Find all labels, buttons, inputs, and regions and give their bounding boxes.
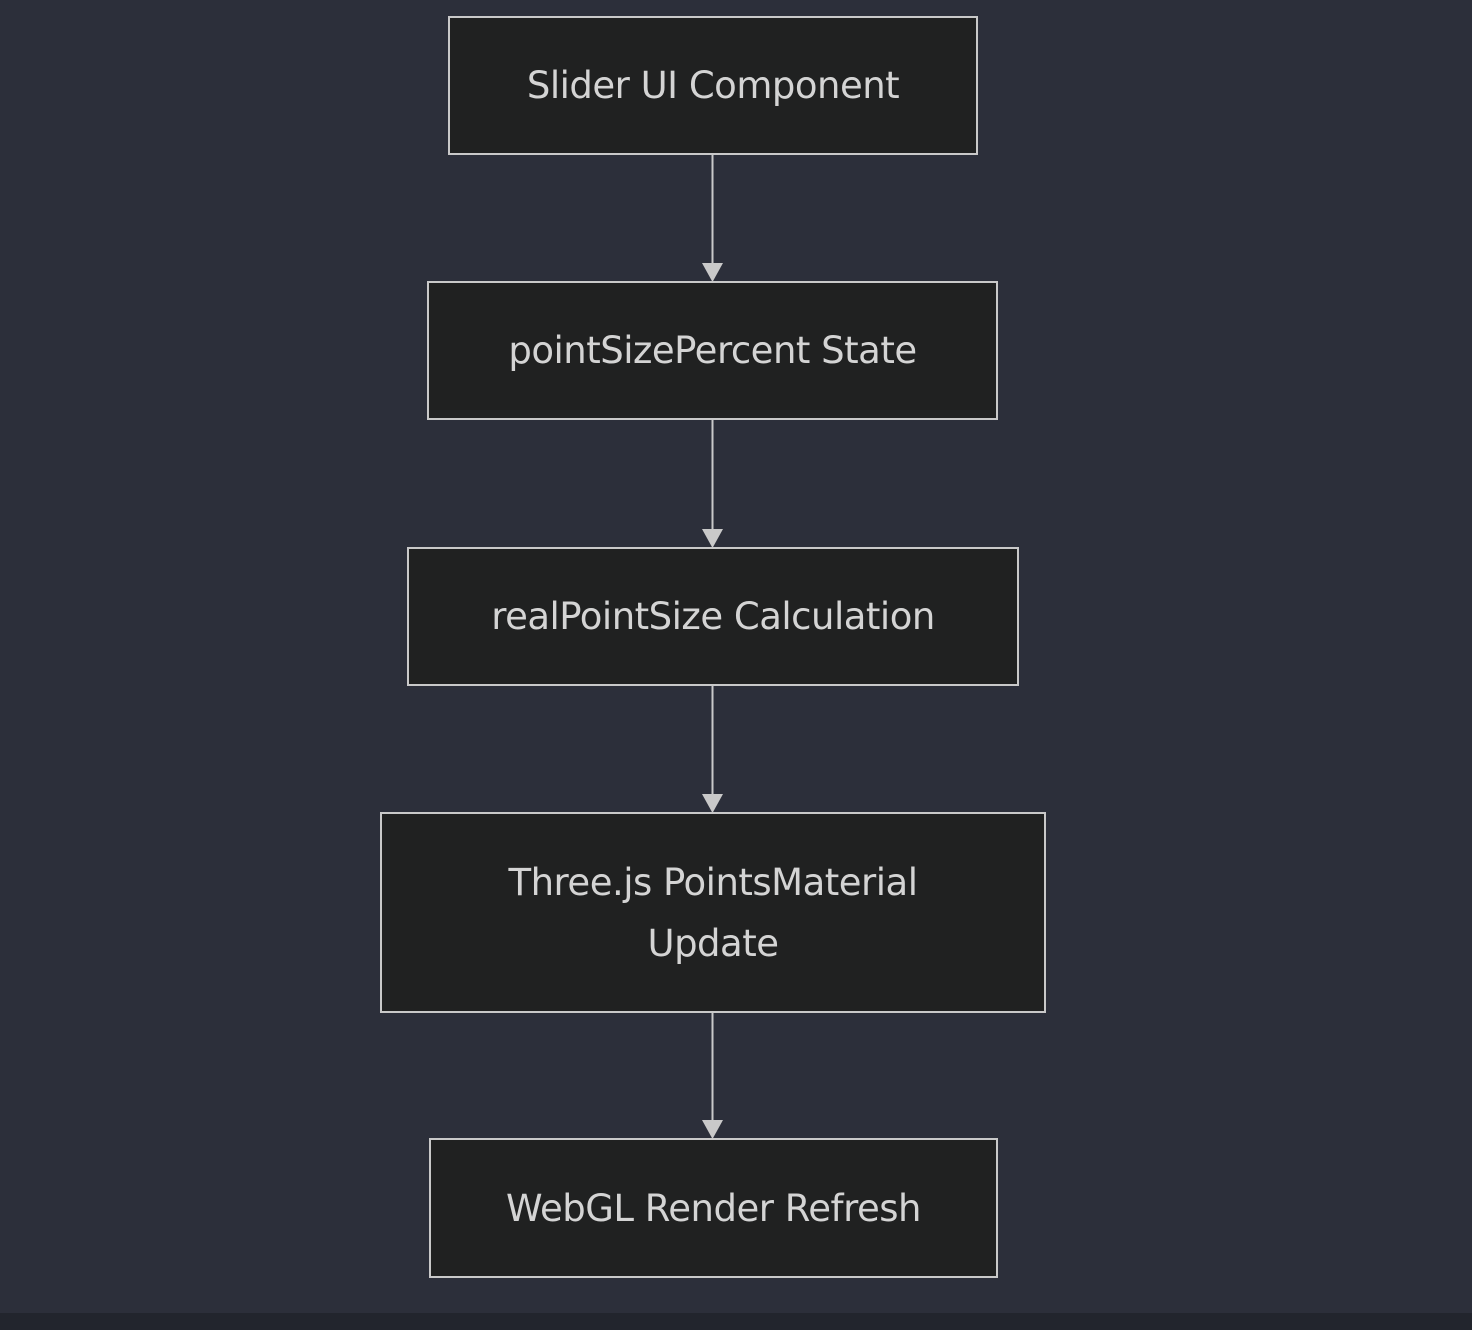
node-slider-ui-component: Slider UI Component (448, 16, 978, 155)
bottom-strip (0, 1313, 1472, 1330)
node-realpointsize-calculation: realPointSize Calculation (407, 547, 1019, 686)
edge-calc-to-material (702, 686, 723, 813)
node-label: realPointSize Calculation (491, 595, 935, 638)
arrowhead-icon (702, 263, 723, 282)
arrowhead-icon (702, 1120, 723, 1139)
node-label: Slider UI Component (526, 64, 900, 107)
arrowhead-icon (702, 529, 723, 548)
node-label: Three.js PointsMaterial Update (508, 860, 918, 965)
arrowhead-icon (702, 794, 723, 813)
edge-material-to-render (702, 1013, 723, 1139)
node-pointsmaterial-update: Three.js PointsMaterial Update (380, 812, 1046, 1013)
node-webgl-render-refresh: WebGL Render Refresh (429, 1138, 998, 1278)
node-pointsizepercent-state: pointSizePercent State (427, 281, 998, 420)
edge-slider-to-state (702, 155, 723, 282)
node-label: pointSizePercent State (508, 329, 917, 372)
node-label: WebGL Render Refresh (506, 1186, 921, 1230)
edge-state-to-calc (702, 420, 723, 548)
